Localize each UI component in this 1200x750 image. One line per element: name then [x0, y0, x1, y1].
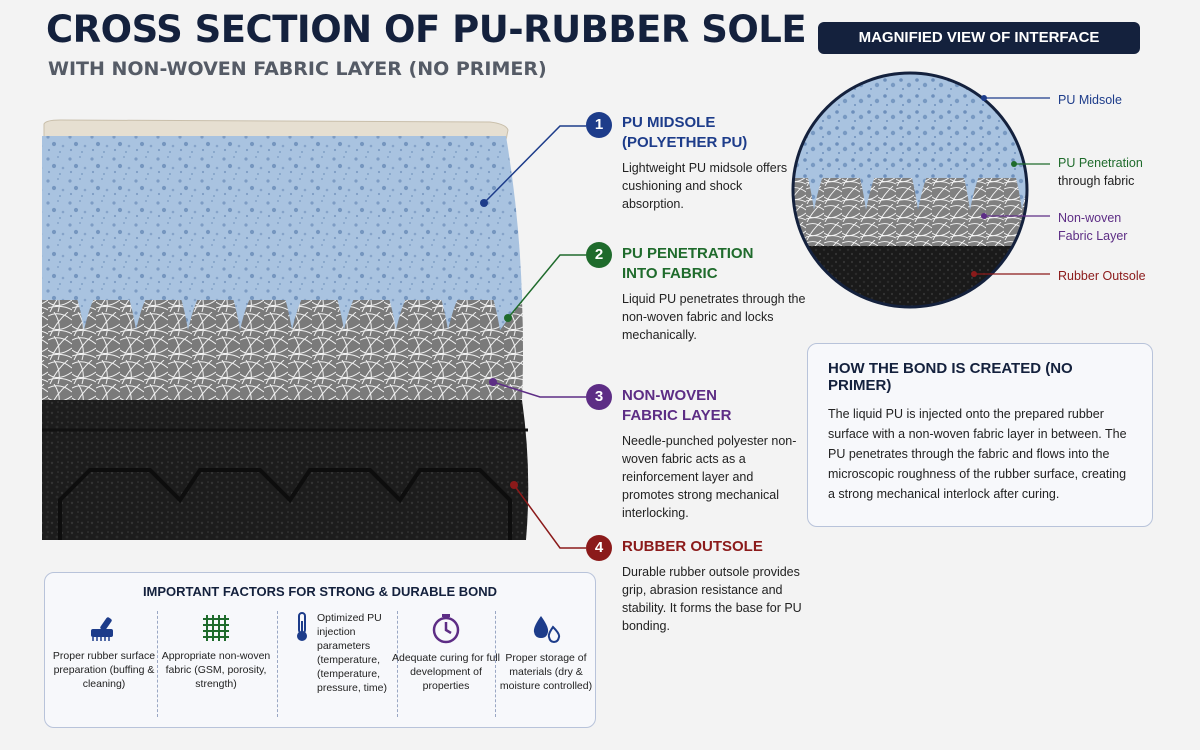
- callout-1-badge: 1: [586, 112, 612, 138]
- magnified-label-4-text: Rubber Outsole: [1058, 269, 1146, 283]
- factor-3-text: Optimized PU injection parameters (tempe…: [317, 612, 388, 694]
- magnified-label-pu-midsole: PU Midsole: [1058, 91, 1122, 109]
- bond-heading: HOW THE BOND IS CREATED (NO PRIMER): [828, 360, 1073, 394]
- thermometer-icon: [297, 612, 307, 641]
- magnified-label-2-line1: PU Penetration: [1058, 156, 1143, 170]
- factor-divider: [397, 611, 398, 717]
- callout-3-title-line2: FABRIC LAYER: [622, 407, 732, 424]
- magnified-label-3-line1: Non-woven: [1058, 211, 1122, 225]
- factor-5-text: Proper storage of materials (dry & moist…: [499, 652, 593, 692]
- callout-pu-midsole: PU MIDSOLE (POLYETHER PU) Lightweight PU …: [622, 113, 807, 213]
- factor-curing: Adequate curing for full development of …: [391, 609, 501, 721]
- factor-divider: [277, 611, 278, 717]
- factors-heading: IMPORTANT FACTORS FOR STRONG & DURABLE B…: [142, 584, 498, 599]
- magnified-label-3-line2: Fabric Layer: [1058, 229, 1128, 243]
- factor-non-woven-fabric: Appropriate non-woven fabric (GSM, poros…: [161, 609, 271, 721]
- magnified-label-1-text: PU Midsole: [1058, 93, 1122, 107]
- factor-divider: [157, 611, 158, 717]
- callout-2-text: Liquid PU penetrates through the non-wov…: [622, 292, 806, 342]
- page-title: CROSS SECTION OF PU-RUBBER SOLE: [46, 8, 807, 51]
- factor-1-text: Proper rubber surface preparation (buffi…: [52, 650, 156, 690]
- important-factors-box: IMPORTANT FACTORS FOR STRONG & DURABLE B…: [44, 572, 596, 728]
- magnified-label-rubber-outsole: Rubber Outsole: [1058, 267, 1146, 285]
- magnified-interface-view: [791, 71, 1050, 309]
- callout-3-badge: 3: [586, 384, 612, 410]
- callout-pu-penetration: PU PENETRATION INTO FABRIC Liquid PU pene…: [622, 244, 807, 344]
- callout-non-woven-fabric: NON-WOVEN FABRIC LAYER Needle-punched pol…: [622, 386, 807, 522]
- water-drops-icon: [533, 616, 561, 644]
- callout-2-title-line1: PU PENETRATION: [622, 245, 754, 262]
- brush-icon: [91, 617, 113, 641]
- callout-4-text: Durable rubber outsole provides grip, ab…: [622, 565, 802, 633]
- callout-2-title-line2: INTO FABRIC: [622, 265, 718, 282]
- bond-explanation-box: HOW THE BOND IS CREATED (NO PRIMER) The …: [807, 343, 1153, 527]
- callout-rubber-outsole: RUBBER OUTSOLE Durable rubber outsole pr…: [622, 537, 807, 635]
- callout-4-title-line1: RUBBER OUTSOLE: [622, 538, 763, 555]
- bond-text: The liquid PU is injected onto the prepa…: [828, 407, 1127, 501]
- callout-1-text: Lightweight PU midsole offers cushioning…: [622, 161, 788, 211]
- clock-icon: [432, 614, 460, 644]
- factor-injection-parameters: Optimized PU injection parameters (tempe…: [285, 611, 395, 723]
- callout-2-badge: 2: [586, 242, 612, 268]
- factor-storage: Proper storage of materials (dry & moist…: [491, 609, 601, 721]
- factor-divider: [495, 611, 496, 717]
- magnified-label-2-line2: through fabric: [1058, 174, 1135, 188]
- page-subtitle: WITH NON-WOVEN FABRIC LAYER (NO PRIMER): [48, 58, 547, 80]
- sole-cross-section: [42, 119, 586, 549]
- factor-surface-preparation: Proper rubber surface preparation (buffi…: [49, 609, 159, 721]
- callout-3-text: Needle-punched polyester non-woven fabri…: [622, 434, 797, 520]
- callout-4-badge: 4: [586, 535, 612, 561]
- callout-1-title-line2: (POLYETHER PU): [622, 134, 748, 151]
- callout-3-title-line1: NON-WOVEN: [622, 387, 717, 404]
- magnified-label-pu-penetration: PU Penetration through fabric: [1058, 154, 1143, 190]
- factor-4-text: Adequate curing for full development of …: [392, 652, 500, 692]
- callout-1-title-line1: PU MIDSOLE: [622, 114, 716, 131]
- factor-2-text: Appropriate non-woven fabric (GSM, poros…: [161, 650, 271, 690]
- magnified-view-heading: MAGNIFIED VIEW OF INTERFACE: [818, 22, 1140, 54]
- fabric-mesh-icon: [203, 615, 229, 641]
